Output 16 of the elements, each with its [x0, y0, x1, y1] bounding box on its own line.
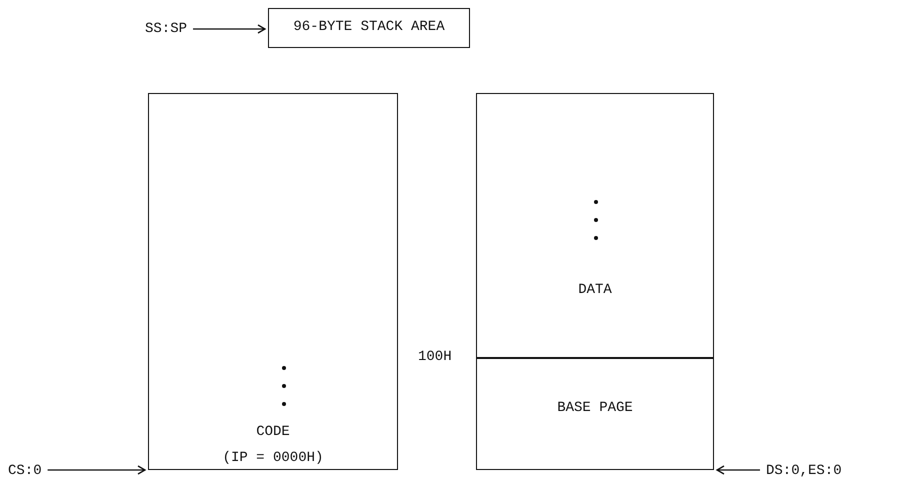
block-note: (IP = 0000H) [222, 450, 324, 466]
block-title: DATA [577, 282, 613, 298]
arrow [48, 465, 146, 475]
stack-area-block [268, 8, 470, 48]
code-segment-block [148, 93, 398, 470]
base-page-block [476, 357, 714, 470]
address-label: 100H [418, 349, 452, 365]
arrow [716, 465, 760, 475]
block-title: BASE PAGE [556, 400, 634, 416]
register-label: SS:SP [145, 19, 195, 39]
data-segment-block [476, 93, 714, 359]
block-title: 96-BYTE STACK AREA [292, 19, 446, 35]
register-label: DS:0,ES:0 [766, 461, 918, 481]
block-title: CODE [255, 424, 291, 440]
register-label: CS:0 [8, 461, 50, 481]
arrow [193, 24, 266, 34]
